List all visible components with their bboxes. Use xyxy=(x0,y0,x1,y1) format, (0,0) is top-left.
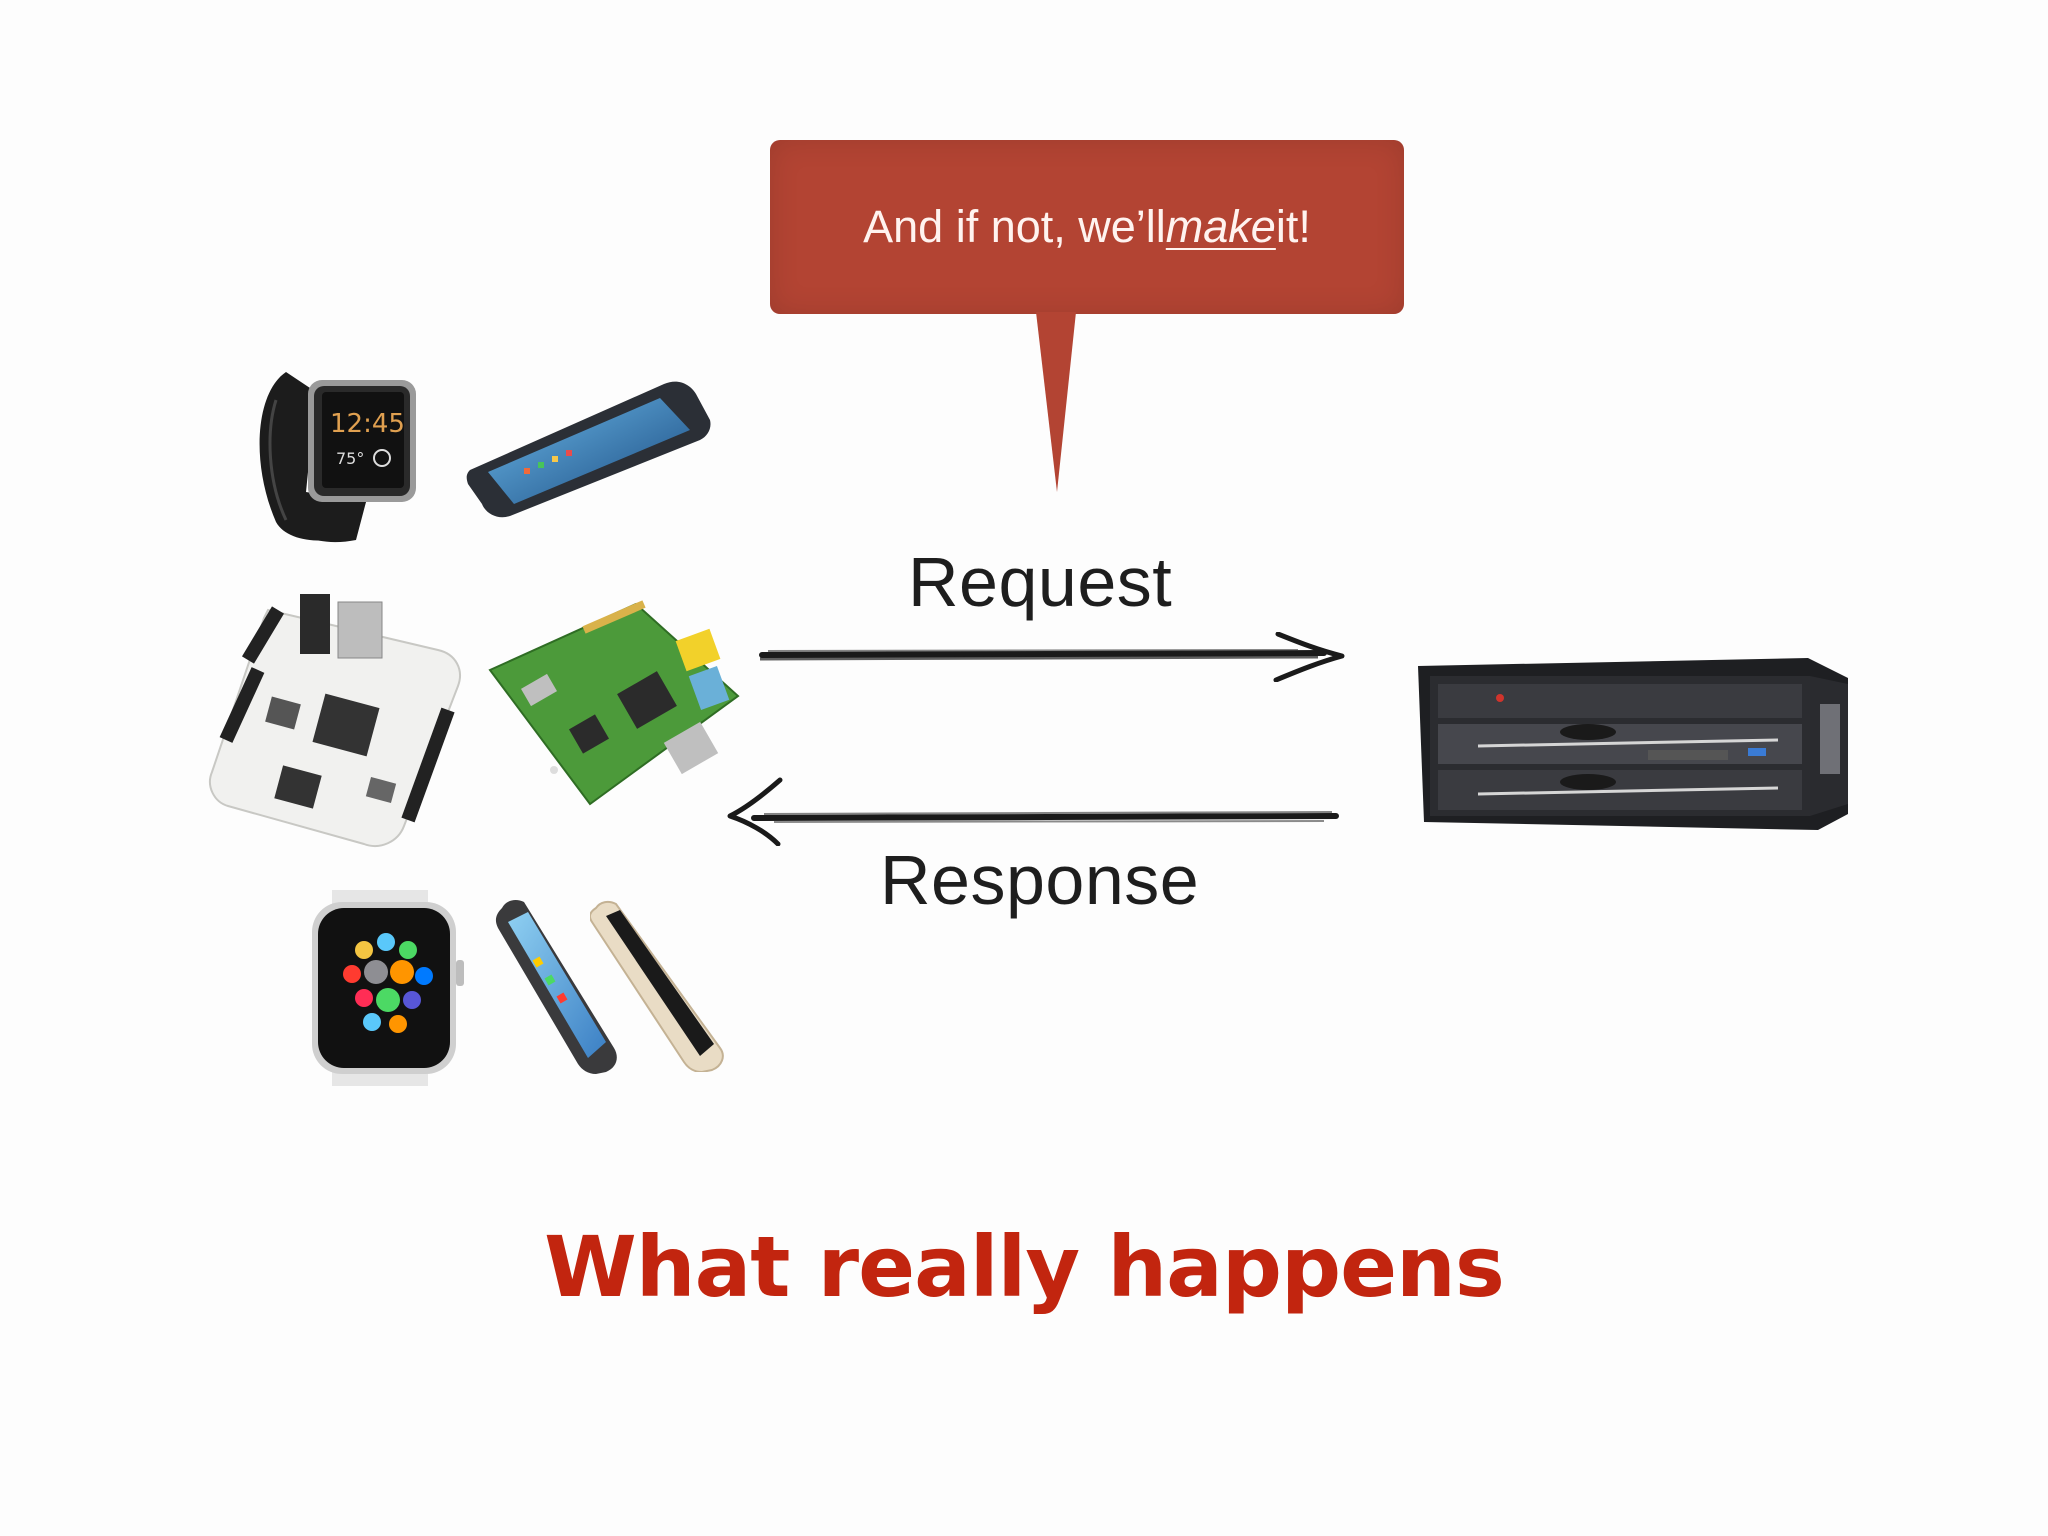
apple-watch-icon xyxy=(312,890,464,1086)
speech-text-after: it! xyxy=(1275,201,1311,252)
response-arrow-icon xyxy=(727,777,1339,846)
speech-bubble-tail xyxy=(1036,312,1076,492)
watch-temperature: 75° xyxy=(336,449,364,468)
android-phone-icon xyxy=(466,381,711,518)
iphone-icon xyxy=(495,900,617,1074)
smartwatch-android-icon: 12:45 75° xyxy=(259,372,416,543)
response-label: Response xyxy=(880,841,1200,919)
speech-text-emphasis: make xyxy=(1165,201,1276,252)
rack-server-icon xyxy=(1418,658,1848,830)
watch-time: 12:45 xyxy=(330,409,405,439)
speech-text-before: And if not, we’ll xyxy=(863,201,1166,252)
speech-bubble: And if not, we’ll make it! xyxy=(770,140,1404,314)
speech-bubble-text: And if not, we’ll make it! xyxy=(770,140,1404,314)
beaglebone-board-icon xyxy=(209,594,461,847)
raspberry-pi-board-icon xyxy=(488,600,740,806)
request-arrow-icon xyxy=(759,632,1345,682)
request-label: Request xyxy=(908,543,1173,621)
iphone-gold-icon xyxy=(590,900,724,1072)
slide-title: What really happens xyxy=(544,1218,1505,1316)
